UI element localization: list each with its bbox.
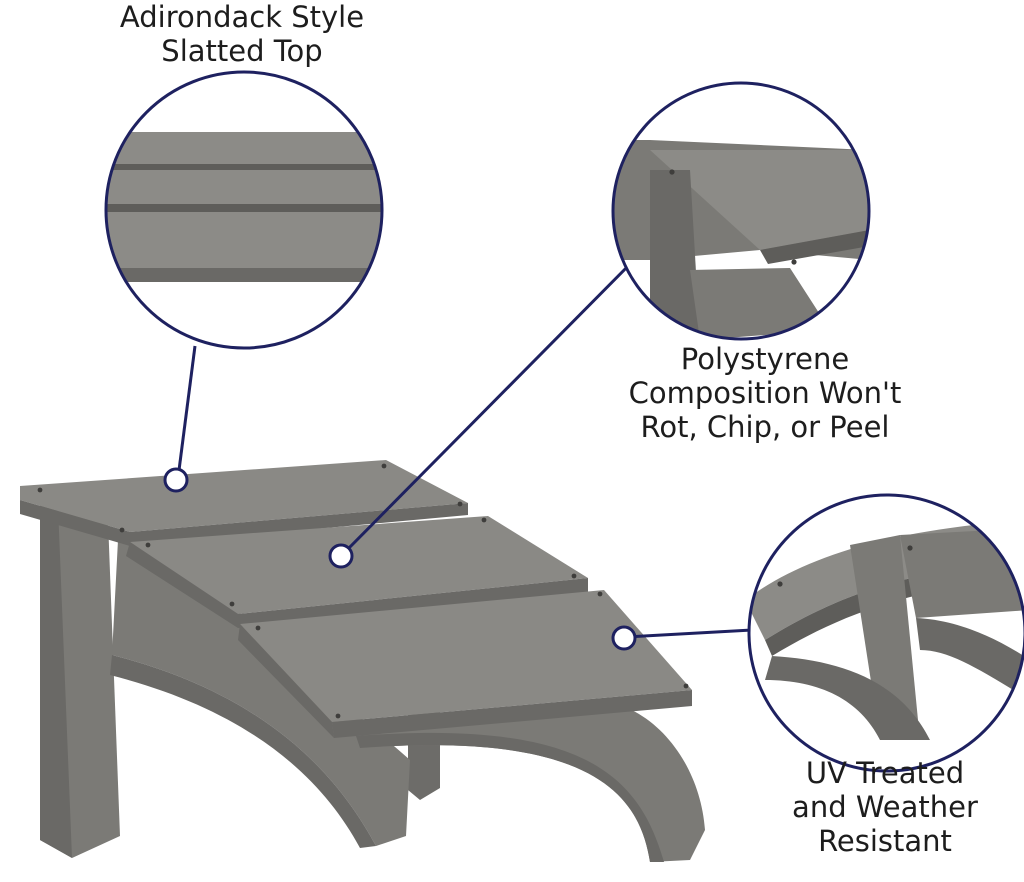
- caption-line: Adirondack Style: [119, 0, 365, 34]
- pointer-dots: [163, 467, 637, 651]
- callout-caption-weather: UV Treated and Weather Resistant: [745, 756, 1024, 858]
- callout-caption-slatted-top: Adirondack Style Slatted Top: [62, 0, 422, 68]
- slat-middle: [130, 516, 588, 614]
- arched-side-panel: [112, 536, 410, 846]
- caption-line: Slatted Top: [161, 34, 323, 68]
- slat-back: [20, 460, 468, 532]
- leader-lines: [176, 256, 753, 639]
- caption-line: Rot, Chip, or Peel: [640, 410, 890, 444]
- callout-circle-weather: [747, 493, 1024, 773]
- pointer-dot-slatted-top: [163, 467, 189, 493]
- caption-line: UV Treated: [805, 756, 965, 790]
- callout-circle-slatted-top: [104, 70, 384, 350]
- caption-line: Composition Won't: [628, 376, 902, 410]
- callout-caption-composition: Polystyrene Composition Won't Rot, Chip,…: [565, 342, 965, 444]
- slat-front: [240, 590, 692, 722]
- callout-circle-composition: [611, 81, 871, 341]
- caption-line: Resistant: [818, 824, 952, 858]
- caption-line: and Weather: [792, 790, 978, 824]
- ottoman: [20, 460, 705, 862]
- pointer-dot-weather: [611, 625, 637, 651]
- caption-line: Polystyrene: [680, 342, 850, 376]
- pointer-dot-composition: [328, 543, 354, 569]
